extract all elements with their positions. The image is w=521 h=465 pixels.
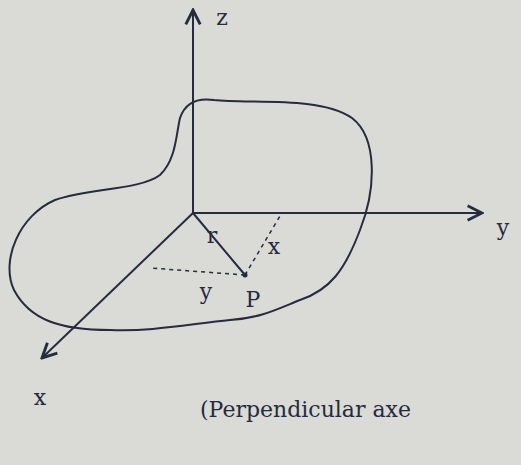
x-axis — [42, 213, 193, 358]
x-distance-dashed — [245, 216, 280, 275]
y-distance-dashed — [150, 268, 245, 275]
note-text: (Perpendicular axe — [200, 398, 411, 422]
distance-label: r — [207, 224, 218, 248]
axis-label: x — [34, 386, 46, 410]
z-axis — [192, 10, 194, 213]
point-p — [243, 273, 248, 278]
distance-label: x — [268, 235, 280, 259]
axis-label: y — [497, 216, 509, 240]
distance-label: y — [200, 280, 212, 304]
point-label: P — [246, 288, 261, 312]
y-axis — [193, 212, 482, 214]
radius-line — [193, 213, 245, 275]
axis-label: z — [216, 6, 228, 30]
